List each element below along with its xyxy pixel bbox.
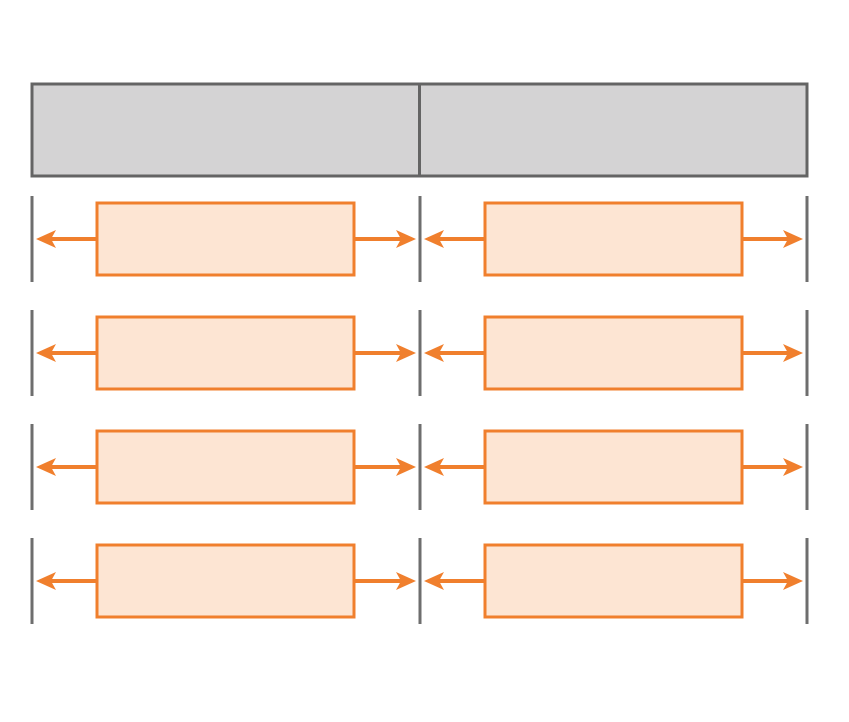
arrow-left-head — [424, 458, 444, 476]
item-3-1 — [36, 429, 416, 505]
arrow-left-icon — [424, 344, 485, 362]
arrow-left-head — [36, 344, 56, 362]
arrow-left-head — [36, 458, 56, 476]
arrow-left-icon — [424, 230, 485, 248]
row-1 — [30, 196, 809, 282]
arrow-right-icon — [354, 458, 416, 476]
arrow-right-head — [396, 344, 416, 362]
arrow-right-icon — [742, 572, 803, 590]
row-2 — [30, 310, 809, 396]
arrow-left-icon — [424, 458, 485, 476]
arrow-right-head — [396, 572, 416, 590]
item-box — [95, 543, 356, 619]
arrow-right-head — [783, 344, 803, 362]
item-box — [95, 201, 356, 277]
item-2-1 — [36, 315, 416, 391]
item-1-1 — [36, 201, 416, 277]
item-box — [95, 429, 356, 505]
arrow-left-icon — [36, 344, 97, 362]
arrow-right-head — [783, 230, 803, 248]
arrow-right-head — [396, 458, 416, 476]
arrow-right-head — [783, 458, 803, 476]
item-box — [483, 201, 744, 277]
item-box — [483, 543, 744, 619]
item-4-1 — [36, 543, 416, 619]
item-box — [483, 429, 744, 505]
header-bar — [30, 82, 809, 178]
arrow-left-icon — [36, 230, 97, 248]
arrow-right-head — [396, 230, 416, 248]
header-cell-2 — [418, 82, 809, 178]
item-2-2 — [424, 315, 803, 391]
arrow-left-icon — [36, 458, 97, 476]
arrow-left-head — [424, 230, 444, 248]
arrow-right-icon — [742, 344, 803, 362]
arrow-left-icon — [36, 572, 97, 590]
arrow-left-head — [424, 572, 444, 590]
arrow-right-icon — [354, 572, 416, 590]
item-1-2 — [424, 201, 803, 277]
arrow-right-head — [783, 572, 803, 590]
row-3 — [30, 424, 809, 510]
item-rows — [30, 196, 809, 624]
row-4 — [30, 538, 809, 624]
arrow-right-icon — [742, 230, 803, 248]
arrow-left-icon — [424, 572, 485, 590]
arrow-right-icon — [354, 230, 416, 248]
header-cell-1 — [30, 82, 421, 178]
item-box — [483, 315, 744, 391]
item-4-2 — [424, 543, 803, 619]
arrow-left-head — [36, 572, 56, 590]
item-3-2 — [424, 429, 803, 505]
arrow-right-icon — [354, 344, 416, 362]
item-box — [95, 315, 356, 391]
arrow-right-icon — [742, 458, 803, 476]
arrow-left-head — [36, 230, 56, 248]
arrow-left-head — [424, 344, 444, 362]
